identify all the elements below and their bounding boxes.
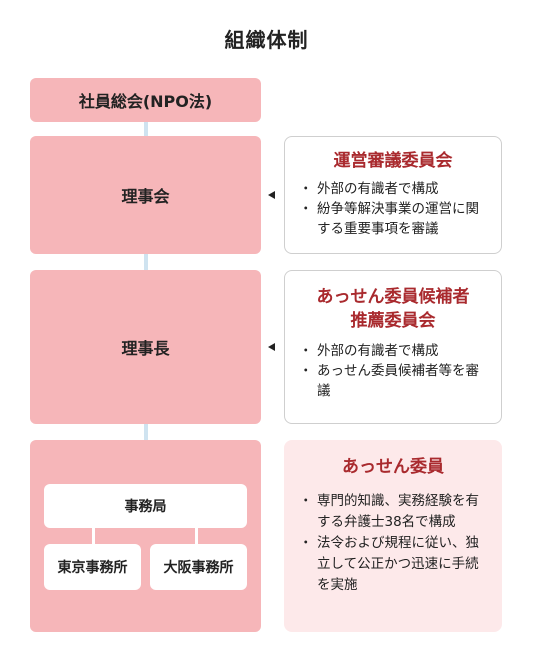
panel-bullet: 専門的知識、実務経験を有する弁護士38名で構成 [299,491,487,533]
panel-bullet: 外部の有識者で構成 [299,341,487,361]
chairman-node: 理事長 [30,270,261,424]
connector-meeting-board [144,122,148,136]
nomination-committee-panel: あっせん委員候補者 推薦委員会 外部の有識者で構成 あっせん委員候補者等を審議 [284,270,502,424]
chairman-label: 理事長 [121,339,170,358]
tree-line-vertical-right [195,528,198,544]
secretariat-group [30,440,261,632]
arrow-left-icon [268,191,275,199]
general-meeting-label: 社員総会(NPO法) [78,92,213,111]
panel-bullet: 紛争等解決事業の運営に関する重要事項を審議 [299,199,487,239]
diagram-title: 組織体制 [224,28,309,52]
panel-title: あっせん委員候補者 推薦委員会 [316,287,470,331]
secretariat-label: 事務局 [124,499,167,515]
tree-line-vertical-left [92,528,95,544]
tokyo-office-label: 東京事務所 [57,560,128,576]
steering-committee-panel: 運営審議委員会 外部の有識者で構成 紛争等解決事業の運営に関する重要事項を審議 [284,136,502,254]
connector-chairman-secretariat [144,424,148,440]
panel-bullet: あっせん委員候補者等を審議 [299,361,487,401]
general-meeting-node: 社員総会(NPO法) [30,78,261,122]
panel-title: 運営審議委員会 [333,151,453,171]
board-node: 理事会 [30,136,261,254]
osaka-office-box: 大阪事務所 [150,544,247,590]
panel-title: あっせん委員 [342,457,444,477]
connector-board-chairman [144,254,148,270]
tokyo-office-box: 東京事務所 [44,544,141,590]
panel-bullet: 法令および規程に従い、独立して公正かつ迅速に手続を実施 [299,533,487,596]
arrow-left-icon [268,343,275,351]
panel-bullet: 外部の有識者で構成 [299,179,487,199]
mediator-panel: あっせん委員 専門的知識、実務経験を有する弁護士38名で構成 法令および規程に従… [284,440,502,632]
osaka-office-label: 大阪事務所 [163,560,234,576]
secretariat-box: 事務局 [44,484,247,528]
board-label: 理事会 [121,187,170,206]
